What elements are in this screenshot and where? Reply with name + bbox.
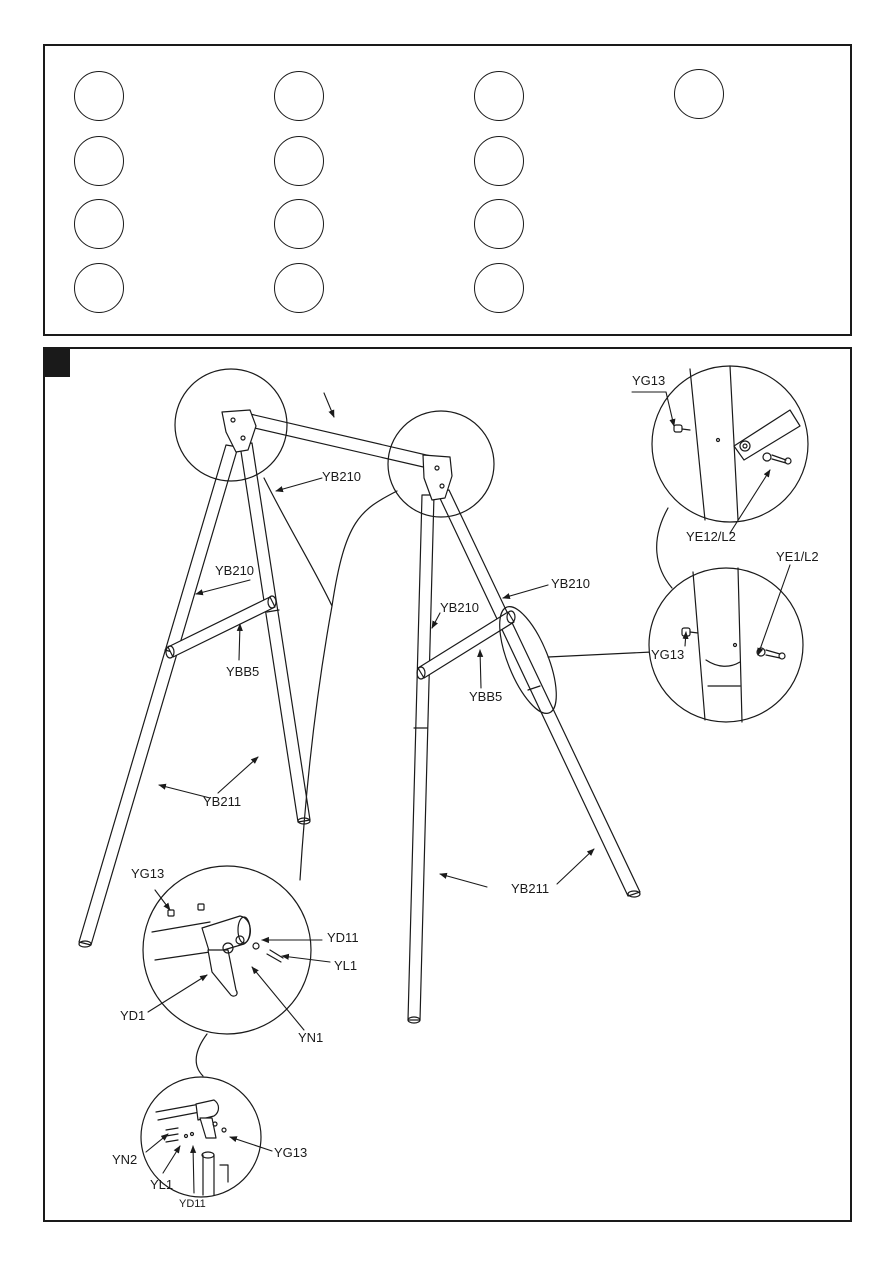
magnifier-circle-right-top xyxy=(387,410,495,518)
detail-circle-small xyxy=(140,1076,262,1198)
label-ybb5-left: YBB5 xyxy=(226,664,259,679)
part-circle xyxy=(74,263,124,313)
part-circle xyxy=(274,136,324,186)
parts-legend-panel xyxy=(43,44,852,336)
label-yg13-top-detail: YG13 xyxy=(632,373,665,388)
label-yb210-right-upper: YB210 xyxy=(551,576,590,591)
label-yb210-top: YB210 xyxy=(322,469,361,484)
label-yb210-left: YB210 xyxy=(215,563,254,578)
label-yb211-right: YB211 xyxy=(511,881,549,896)
part-circle xyxy=(274,71,324,121)
left-a-frame xyxy=(78,409,311,948)
label-yg13-small: YG13 xyxy=(274,1145,307,1160)
label-yn1-detail: YN1 xyxy=(298,1030,323,1045)
label-yg13-mid-detail: YG13 xyxy=(651,647,684,662)
label-ye12-l2: YE12/L2 xyxy=(686,529,736,544)
step-marker-square xyxy=(45,349,70,377)
label-yb210-right-lower: YB210 xyxy=(440,600,479,615)
right-a-frame xyxy=(407,454,641,1024)
part-circle xyxy=(474,199,524,249)
part-circle xyxy=(274,199,324,249)
detail-circle-top-right xyxy=(651,365,809,523)
part-circle xyxy=(74,199,124,249)
part-circle xyxy=(74,71,124,121)
label-yl1-small: YL1 xyxy=(150,1177,173,1192)
label-yn2-small: YN2 xyxy=(112,1152,137,1167)
label-yd1-detail: YD1 xyxy=(120,1008,145,1023)
label-yd11-small: YD11 xyxy=(179,1198,206,1210)
label-ye1-l2: YE1/L2 xyxy=(776,549,819,564)
label-yd11-detail: YD11 xyxy=(327,930,359,945)
part-circle xyxy=(74,136,124,186)
magnifier-circle-left-top xyxy=(174,368,288,482)
part-circle xyxy=(674,69,724,119)
label-ybb5-right: YBB5 xyxy=(469,689,502,704)
label-yb211-left: YB211 xyxy=(203,794,241,809)
part-circle xyxy=(474,71,524,121)
label-yg13-bottom-detail: YG13 xyxy=(131,866,164,881)
label-yl1-detail: YL1 xyxy=(334,958,357,973)
top-beam xyxy=(245,413,451,473)
part-circle xyxy=(474,136,524,186)
magnifier-ellipse-brace xyxy=(499,606,557,714)
detail-circle-bottom-left xyxy=(142,865,312,1035)
detail-circle-mid-right xyxy=(648,567,804,723)
part-circle xyxy=(474,263,524,313)
part-circle xyxy=(274,263,324,313)
